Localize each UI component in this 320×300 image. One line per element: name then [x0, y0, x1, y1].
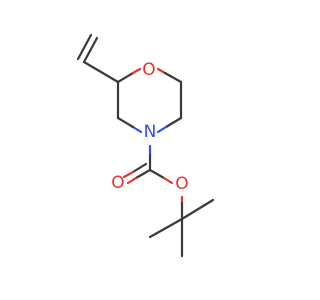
ring-bond-n-c3-dark — [116, 116, 135, 129]
ring-bond-c5-n-dark — [164, 116, 183, 129]
carbonyl-double-bond-outer-red — [126, 176, 138, 185]
carbonyl-oxygen-label: O — [111, 173, 124, 193]
ester-oxygen-label: O — [175, 174, 188, 194]
molecule-diagram: O N O O — [76, 33, 215, 258]
ring-nitrogen-label: N — [144, 122, 157, 142]
carbonyl-double-bond-outer-dark — [134, 168, 152, 180]
ring-bond-c2-o-red — [131, 67, 142, 75]
ring-bond-o-c6-dark — [163, 71, 183, 84]
ring-bond-c5-n-blue — [156, 125, 168, 134]
ring-bond-o-c6-red — [156, 67, 167, 75]
vinyl-single-bond — [82, 60, 120, 84]
tbu-methyl-left — [148, 217, 184, 239]
ring-oxygen-label: O — [142, 60, 155, 80]
carbonyl-double-bond-inner-red — [122, 170, 135, 179]
ester-bond-dark — [148, 168, 166, 180]
ring-bond-n-c3-blue — [131, 125, 143, 134]
vinyl-double-bond-outer — [82, 36, 99, 64]
carbonyl-double-bond-inner-dark — [131, 162, 148, 174]
vinyl-double-bond-inner — [76, 33, 93, 61]
ester-bond-red — [162, 176, 174, 185]
tbu-methyl-right — [180, 198, 215, 221]
structure-canvas: O N O O — [76, 33, 215, 258]
ring-bond-c2-o-dark — [116, 71, 135, 84]
